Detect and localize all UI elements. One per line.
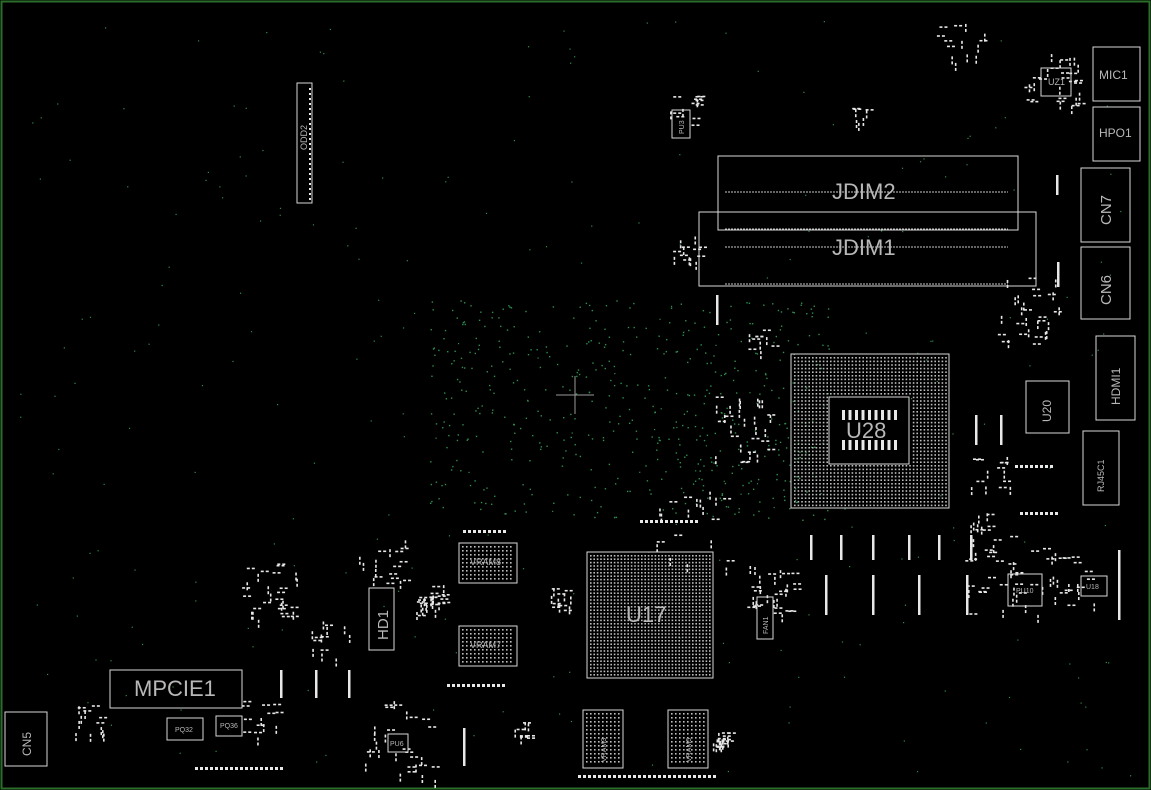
vram7-chip[interactable]: VRAM7 [458,625,518,667]
vram3-label: VRAM3 [601,738,608,762]
hpo1-label: HPO1 [1099,126,1132,140]
pq32-label: PQ32 [175,727,193,734]
u20-chip[interactable]: U20 [1025,380,1070,434]
u28-cpu-socket[interactable]: U28 [790,353,950,509]
jdim2-label: JDIM2 [832,179,896,204]
vram5-label: VRAM5 [686,738,693,762]
u18-label: U18 [1086,584,1099,591]
mic1-connector[interactable]: MIC1 [1092,46,1141,102]
u17-gpu[interactable]: U17 [586,551,714,679]
pu3-label: PU3 [679,120,686,134]
rj45c1-label: RJ45C1 [1096,459,1106,492]
odd2-connector[interactable]: ODD2 [296,82,313,204]
vram8-chip[interactable]: VRAM8 [458,542,518,584]
cn6-label: CN6 [1098,275,1115,305]
hpo1-connector[interactable]: HPO1 [1092,106,1141,162]
u18-chip[interactable]: U18 [1080,575,1108,597]
pu10-label: PU10 [1016,588,1034,595]
pu3-chip[interactable]: PU3 [671,109,691,139]
jdim1-label: JDIM1 [832,235,896,260]
vram8-label: VRAM8 [470,557,501,567]
bga-ball-arrays [462,357,947,763]
jdim2-slot[interactable]: JDIM2 [717,155,1019,231]
pu10-chip[interactable]: PU10 [1007,573,1043,607]
mpcie1-label: MPCIE1 [134,676,216,701]
hd1-label: HD1 [375,610,392,640]
crosshair-cursor [556,376,594,414]
mpcie1-slot[interactable]: MPCIE1 [109,669,243,709]
hd1-connector[interactable]: HD1 [368,587,395,651]
pu6-label: PU6 [390,741,404,748]
pq36-label: PQ36 [220,723,238,730]
fan1-label: FAN1 [763,616,770,634]
cn7-label: CN7 [1098,195,1115,225]
cn5-label: CN5 [20,732,34,756]
mic1-label: MIC1 [1099,68,1128,82]
u17-label: U17 [626,602,666,627]
u28-label: U28 [846,418,886,443]
fan1-connector[interactable]: FAN1 [756,596,774,640]
cn7-connector[interactable]: CN7 [1080,167,1131,243]
u20-label: U20 [1040,400,1054,422]
odd2-label: ODD2 [299,125,309,150]
vram3-chip[interactable]: VRAM3 [582,709,624,769]
rj45c1-connector[interactable]: RJ45C1 [1082,430,1120,506]
uz1-label: UZ1 [1048,77,1065,87]
via-field [20,21,1132,777]
vram7-label: VRAM7 [470,640,501,650]
uz1-chip[interactable]: UZ1 [1040,67,1072,97]
jdim1-slot[interactable]: JDIM1 [698,211,1037,287]
hdmi1-label: HDMI1 [1109,367,1123,405]
pq32-chip[interactable]: PQ32 [166,717,204,741]
cn5-connector[interactable]: CN5 [4,711,48,767]
cn6-connector[interactable]: CN6 [1080,246,1131,320]
hdmi1-connector[interactable]: HDMI1 [1095,335,1136,421]
pq36-chip[interactable]: PQ36 [215,715,243,737]
pu6-chip[interactable]: PU6 [387,733,409,753]
vram5-chip[interactable]: VRAM5 [667,709,709,769]
passive-components [75,23,1121,788]
